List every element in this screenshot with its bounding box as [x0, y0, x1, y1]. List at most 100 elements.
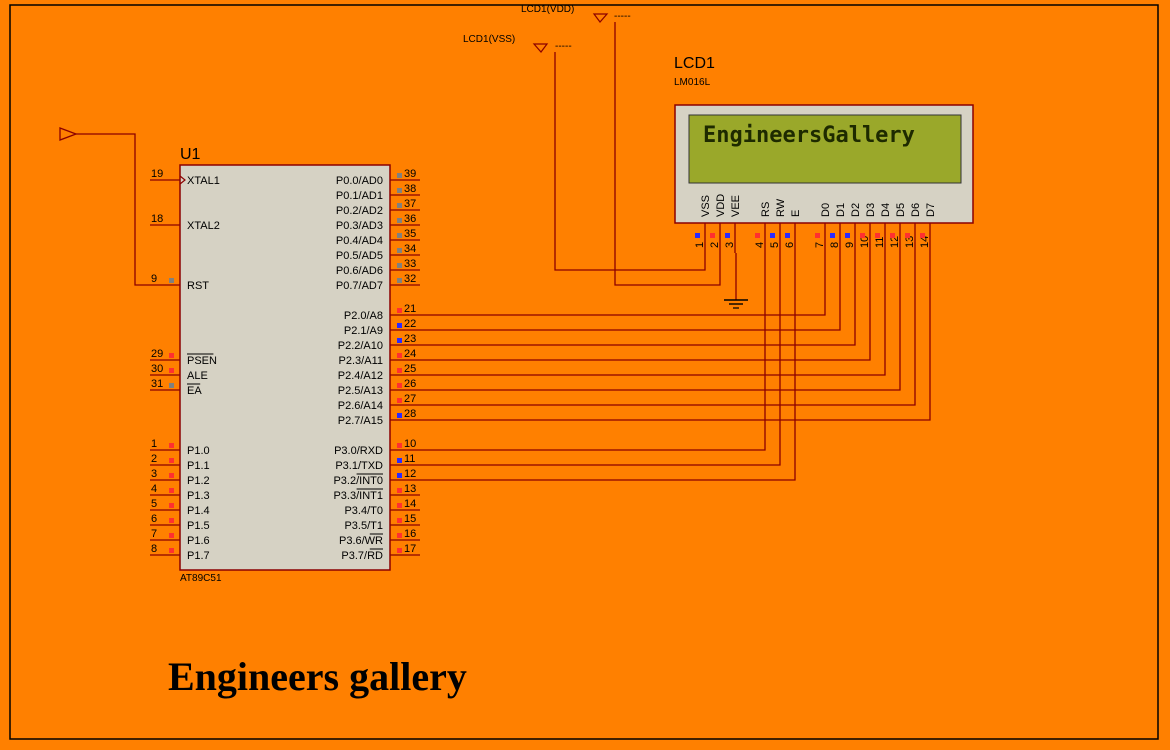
reset-input-terminal-icon[interactable] [59, 127, 78, 141]
vss-terminal[interactable]: LCD1(VSS) ----- [463, 34, 572, 53]
lcd-pin-name: D4 [880, 203, 892, 217]
wire-reset[interactable] [76, 133, 150, 286]
mcu-pin-number: 16 [404, 528, 416, 540]
mcu-right-pins: 39P0.0/AD038P0.1/AD137P0.2/AD236P0.3/AD3… [333, 168, 420, 562]
lcd-pin-name: D7 [925, 203, 937, 217]
mcu-pin-number: 37 [404, 198, 416, 210]
mcu-pin-name: P1.5 [187, 520, 210, 532]
vdd-label: LCD1(VDD) [521, 4, 574, 15]
pin-state-square [169, 278, 174, 283]
lcd-screen [688, 114, 962, 184]
wire-enable[interactable] [420, 253, 796, 481]
mcu-body [179, 164, 391, 571]
mcu-pin-number: 13 [404, 483, 416, 495]
wire-data-bus[interactable] [420, 253, 886, 376]
pin-state-square [169, 503, 174, 508]
vdd-arrow-icon [592, 13, 609, 23]
lcd-ref-label: LCD1 [674, 55, 715, 72]
mcu-pin-number: 17 [404, 543, 416, 555]
mcu-pin-name: P2.4/A12 [338, 370, 383, 382]
lcd-pin-number: 6 [784, 242, 796, 248]
mcu-pin-name: P1.4 [187, 505, 210, 517]
lcd-pin-name: D0 [820, 203, 832, 217]
lcd-pin-name: VEE [730, 195, 742, 217]
mcu-pin-name: XTAL2 [187, 220, 220, 232]
mcu-pin-name: P3.5/T1 [344, 520, 383, 532]
wire-data-bus[interactable] [420, 253, 931, 421]
wire-data-bus[interactable] [420, 253, 826, 316]
pin-state-square [397, 278, 402, 283]
mcu-pin-name: P3.2/INT0 [333, 475, 383, 487]
mcu-pin-name: P1.7 [187, 550, 210, 562]
pin-state-square [169, 368, 174, 373]
pin-state-square [397, 218, 402, 223]
wire-data-bus[interactable] [420, 253, 856, 346]
pin-state-square [845, 233, 850, 238]
mcu-pin-name: ALE [187, 370, 208, 382]
footer-title: Engineers gallery [168, 654, 467, 699]
mcu-pin-name: P3.3/INT1 [333, 490, 383, 502]
mcu-pin-number: 24 [404, 348, 416, 360]
pin-state-square [169, 518, 174, 523]
lcd-module[interactable]: EngineersGallery LCD1 LM016L VSS1VDD2VEE… [674, 55, 974, 253]
wire-rw[interactable] [420, 253, 781, 466]
lcd-pin-number: 8 [829, 242, 841, 248]
mcu-pin-number: 27 [404, 393, 416, 405]
mcu-ref-label: U1 [180, 146, 201, 163]
pin-state-square [875, 233, 880, 238]
wire-vss[interactable] [554, 52, 706, 271]
lcd-pin-name: RS [760, 202, 772, 217]
mcu-pin-number: 2 [151, 453, 157, 465]
ground-symbol [724, 296, 748, 309]
wire-data-bus[interactable] [420, 253, 871, 361]
mcu-pin-number: 22 [404, 318, 416, 330]
pin-state-square [169, 458, 174, 463]
mcu-pin-name: P1.6 [187, 535, 210, 547]
lcd-pin-number: 14 [919, 236, 931, 248]
mcu-pin-number: 5 [151, 498, 157, 510]
lcd-pin-number: 5 [769, 242, 781, 248]
lcd-pin-number: 1 [694, 242, 706, 248]
lcd-pin-number: 10 [859, 236, 871, 248]
lcd-pins: VSS1VDD2VEE3RS4RW5E6D07D18D29D310D411D51… [694, 194, 937, 253]
pin-state-square [169, 353, 174, 358]
mcu-pin-name: P0.7/AD7 [336, 280, 383, 292]
wire-rs[interactable] [420, 253, 766, 451]
mcu-pin-name: P0.2/AD2 [336, 205, 383, 217]
lcd-pin-number: 9 [844, 242, 856, 248]
clock-marker [179, 175, 186, 185]
mcu-pin-name: PSEN [187, 355, 217, 367]
mcu-pin-name: P1.1 [187, 460, 210, 472]
mcu-pin-name: P3.6/WR [339, 535, 383, 547]
mcu-u1[interactable]: U1 AT89C51 19XTAL118XTAL29RST29PSEN30ALE… [150, 146, 420, 584]
mcu-pin-number: 12 [404, 468, 416, 480]
lcd-part-label: LM016L [674, 77, 711, 88]
wire-data-bus[interactable] [420, 253, 841, 331]
wire-vdd[interactable] [614, 22, 721, 286]
vdd-terminal[interactable]: LCD1(VDD) ----- [521, 4, 631, 23]
mcu-pin-number: 18 [151, 213, 163, 225]
mcu-pin-name: P2.6/A14 [338, 400, 383, 412]
pin-state-square [397, 263, 402, 268]
pin-state-square [710, 233, 715, 238]
lcd-pin-name: D2 [850, 203, 862, 217]
pin-state-square [397, 188, 402, 193]
vss-arrow-icon [532, 43, 549, 53]
mcu-pin-number: 9 [151, 273, 157, 285]
mcu-pin-name: P2.3/A11 [339, 355, 383, 367]
mcu-pin-name: P0.3/AD3 [336, 220, 383, 232]
lcd-pin-name: E [790, 210, 802, 217]
mcu-pin-name: P2.1/A9 [344, 325, 383, 337]
lcd-pin-number: 3 [724, 242, 736, 248]
lcd-pin-number: 12 [889, 236, 901, 248]
mcu-pin-name: P2.7/A15 [338, 415, 383, 427]
pin-state-square [755, 233, 760, 238]
pin-state-square [397, 323, 402, 328]
pin-state-square [397, 338, 402, 343]
wire-data-bus[interactable] [420, 253, 916, 406]
pin-state-square [169, 473, 174, 478]
lcd-pin-number: 2 [709, 242, 721, 248]
pin-state-square [397, 458, 402, 463]
wire-data-bus[interactable] [420, 253, 901, 391]
mcu-pin-number: 33 [404, 258, 416, 270]
